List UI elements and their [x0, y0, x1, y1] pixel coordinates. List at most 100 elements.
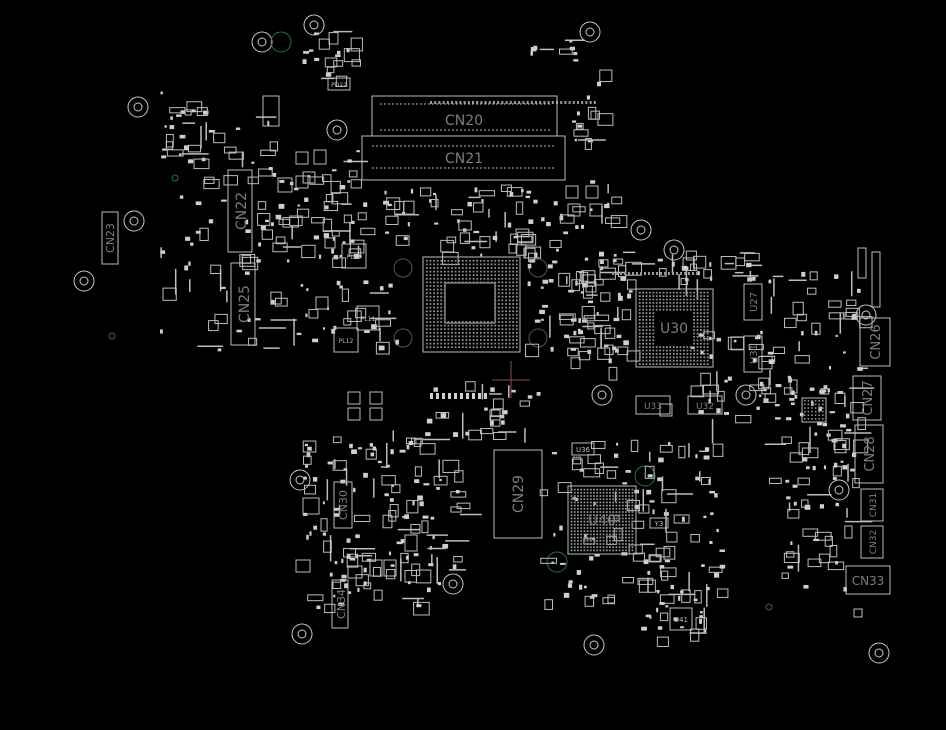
ball — [642, 319, 644, 321]
smd-pad — [612, 259, 617, 263]
smd-pad — [275, 214, 282, 220]
crystal-y3[interactable]: Y3 — [649, 517, 669, 529]
connector-cn34[interactable]: CN34 — [331, 579, 349, 629]
ball — [451, 270, 453, 273]
ball — [469, 259, 471, 262]
package-outline — [857, 247, 867, 279]
connector-cn26[interactable]: CN26 — [859, 317, 891, 367]
smd-pad — [578, 318, 581, 324]
ball — [497, 295, 500, 298]
ball — [487, 328, 489, 331]
ball — [429, 317, 432, 320]
pin — [692, 272, 694, 275]
chip-u31[interactable]: U31 — [743, 335, 763, 373]
ball — [465, 274, 468, 277]
smd-pad — [550, 346, 554, 352]
smd-component — [343, 48, 360, 63]
connector-cn30[interactable]: CN30 — [333, 481, 353, 529]
smd-component — [621, 309, 632, 321]
chip-u40[interactable]: U40 — [567, 485, 637, 555]
ball — [577, 530, 579, 533]
package-outline — [262, 95, 280, 127]
ball — [494, 306, 497, 309]
ball — [642, 305, 644, 308]
ball — [649, 291, 651, 294]
smd-component — [544, 599, 553, 610]
connector-cn32[interactable]: CN32 — [860, 525, 884, 559]
ball — [814, 418, 817, 420]
ball — [429, 274, 432, 277]
connector-cn31[interactable]: CN31 — [860, 488, 884, 522]
smd-pad — [623, 340, 629, 346]
chip-u33[interactable]: U33 — [635, 395, 671, 415]
smd-component — [456, 502, 471, 510]
chip-u27[interactable]: U27 — [743, 283, 763, 321]
ball — [609, 501, 611, 504]
ball — [683, 349, 685, 352]
ball — [487, 339, 489, 341]
ball — [443, 331, 446, 334]
smd-pad — [160, 329, 163, 334]
ball — [577, 491, 579, 494]
ball — [505, 303, 507, 305]
ball — [436, 270, 439, 273]
ball — [683, 295, 685, 297]
chip-u36[interactable]: U36 — [571, 442, 595, 456]
ball — [804, 410, 806, 413]
ball — [494, 303, 497, 305]
inductor-pl12[interactable]: PL12 — [333, 327, 359, 353]
ball — [440, 288, 443, 291]
connector-cn27[interactable]: CN27 — [852, 375, 882, 421]
smd-component — [492, 432, 507, 440]
pin — [585, 101, 588, 104]
diode-pd22[interactable]: PD22 — [327, 77, 351, 91]
ball — [461, 331, 464, 334]
connector-cn23[interactable]: CN23 — [101, 211, 119, 265]
ball — [508, 303, 511, 305]
smd-component — [618, 265, 627, 278]
connector-cn33[interactable]: CN33 — [845, 565, 891, 595]
inductor-pl10[interactable]: PL10 — [341, 243, 367, 269]
ball — [686, 302, 689, 304]
inductor-pl11[interactable]: PL11 — [356, 305, 380, 331]
ball — [679, 302, 682, 304]
ball — [599, 523, 602, 526]
ball — [605, 511, 608, 513]
ball — [686, 353, 689, 355]
smd-component — [165, 133, 174, 148]
smd-pad — [845, 413, 850, 419]
ball — [494, 267, 497, 269]
ball — [570, 527, 573, 529]
smd-pad — [646, 489, 652, 495]
ball — [638, 308, 641, 311]
ball — [589, 517, 592, 520]
chip-u30[interactable]: U30 — [635, 288, 714, 368]
ball — [479, 328, 482, 331]
ball — [476, 328, 479, 331]
ball — [436, 310, 439, 313]
ball — [436, 274, 439, 277]
connector-cn28[interactable]: CN28 — [854, 424, 884, 484]
ball — [589, 495, 592, 497]
ball — [433, 317, 435, 320]
ball — [451, 331, 453, 334]
ball — [451, 263, 453, 266]
ball — [515, 331, 518, 334]
label-u27: U27 — [749, 292, 760, 312]
smd-pad — [670, 584, 675, 590]
chip-u32[interactable]: U32 — [687, 395, 723, 415]
ball — [508, 292, 511, 295]
ball — [583, 543, 586, 545]
connector-cn22[interactable]: CN22 — [227, 169, 253, 253]
connector-cn21[interactable]: CN21 — [361, 135, 566, 181]
smd-component — [818, 553, 831, 564]
connector-cn25[interactable]: CN25 — [230, 262, 256, 346]
chip-u41[interactable]: U41 — [669, 607, 693, 631]
cpu-socket[interactable] — [422, 256, 521, 353]
connector-cn29[interactable]: CN29 — [493, 449, 543, 539]
smd-pad — [527, 281, 531, 287]
ball — [822, 418, 824, 420]
ball — [589, 514, 592, 517]
ball — [602, 520, 605, 523]
ball — [573, 511, 576, 513]
